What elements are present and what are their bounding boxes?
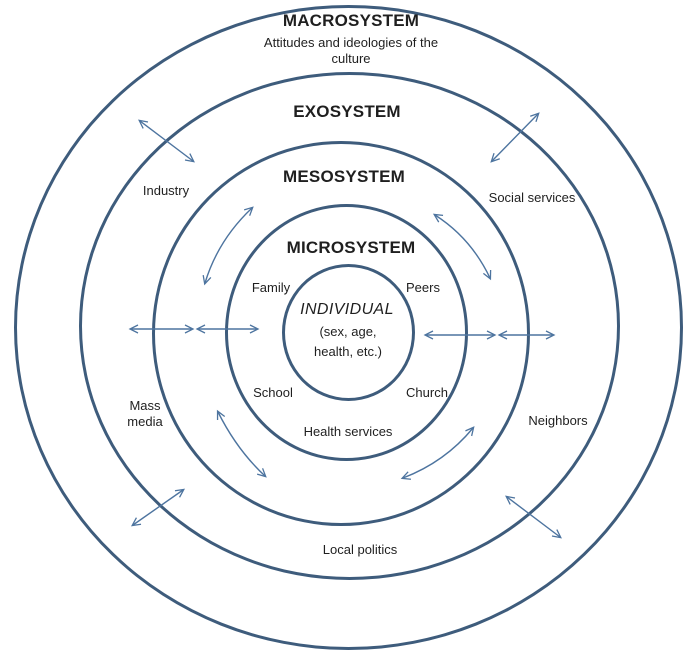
individual-description-line1: (sex, age, [319, 324, 377, 339]
label-mass-media: Mass media [127, 398, 163, 430]
label-social-services: Social services [488, 190, 576, 205]
macrosystem-description: Attitudes and ideologies of the culture [263, 35, 439, 67]
macrosystem-label: MACROSYSTEM [282, 11, 420, 30]
label-family: Family [251, 280, 291, 295]
label-local-politics: Local politics [322, 542, 398, 557]
label-health-services: Health services [303, 424, 393, 439]
label-church: Church [406, 385, 448, 400]
label-neighbors: Neighbors [528, 413, 588, 428]
individual-circle [282, 264, 415, 401]
label-industry: Industry [142, 183, 190, 198]
exosystem-circle [79, 72, 620, 580]
exosystem-label: EXOSYSTEM [293, 102, 401, 121]
macrosystem-circle [14, 5, 683, 650]
individual-label: INDIVIDUAL [300, 301, 394, 318]
microsystem-label: MICROSYSTEM [286, 238, 416, 257]
individual-description-line2: health, etc.) [314, 344, 382, 359]
mesosystem-label: MESOSYSTEM [283, 167, 405, 186]
label-school: School [253, 385, 293, 400]
label-peers: Peers [406, 280, 440, 295]
